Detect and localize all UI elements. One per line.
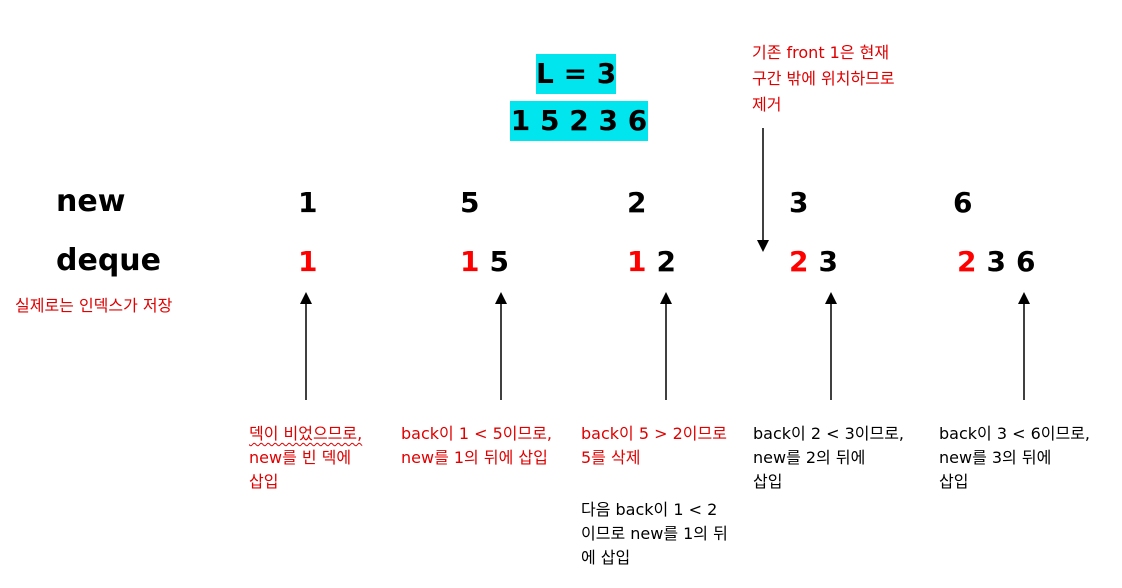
input-sequence: 1 5 2 3 6 [510,101,648,141]
new-value: 5 [460,186,480,219]
deque-front-element: 2 [957,245,977,278]
new-value: 1 [298,186,318,219]
step-note-line: back이 5 > 2이므로 [581,424,727,443]
front-removal-note: 기존 front 1은 현재 구간 밖에 위치하므로 제거 [752,40,895,118]
step-note-1: 덱이 비었으므로, new를 빈 덱에 삽입 [249,422,362,494]
deque-front-element: 1 [298,245,318,278]
step-note-line: 삽입 [249,472,279,491]
front-removal-note-line: 제거 [752,95,782,114]
step-note-line: 덱이 비었으므로, [249,422,362,446]
front-removal-note-line: 구간 밖에 위치하므로 [752,69,895,88]
deque-element: 2 [656,245,676,278]
new-value: 3 [789,186,809,219]
deque-element: 5 [489,245,509,278]
front-removal-note-line: 기존 front 1은 현재 [752,43,890,62]
new-value: 2 [627,186,647,219]
step-note-line: 삽입 [939,472,969,491]
step-note-line: 5를 삭제 [581,448,641,467]
next-back-note: 다음 back이 1 < 2 이므로 new를 1의 뒤 에 삽입 [581,498,728,570]
squiggle-text: 덱이 비었으므로, [249,424,363,443]
deque-front-element: 1 [627,245,647,278]
step-note-line: new를 3의 뒤에 [939,448,1052,467]
deque-element: 3 [818,245,838,278]
deque-element: 6 [1015,245,1036,278]
step-note-line: new를 1의 뒤에 삽입 [401,448,548,467]
index-storage-note: 실제로는 인덱스가 저장 [15,296,173,315]
deque-front-element: 2 [789,245,809,278]
step-note-5: back이 3 < 6이므로, new를 3의 뒤에 삽입 [939,422,1090,494]
deque-row-label: deque [56,243,161,278]
step-note-line: 삽입 [753,472,783,491]
step-note-2: back이 1 < 5이므로, new를 1의 뒤에 삽입 [401,422,552,470]
next-back-note-line: 이므로 new를 1의 뒤 [581,524,728,543]
step-note-line: back이 3 < 6이므로, [939,424,1091,443]
next-back-note-line: 다음 back이 1 < 2 [581,500,718,519]
step-note-line: new를 빈 덱에 [249,448,352,467]
step-note-3: back이 5 > 2이므로 5를 삭제 [581,422,727,470]
step-note-line: back이 2 < 3이므로, [753,424,905,443]
step-note-line: new를 2의 뒤에 [753,448,866,467]
deque-front-element: 1 [460,245,480,278]
window-size-label: L = 3 [536,54,616,94]
deque-element: 3 [986,245,1006,278]
step-note-line: back이 1 < 5이므로, [401,424,553,443]
next-back-note-line: 에 삽입 [581,548,631,567]
new-row-label: new [56,184,126,219]
step-note-4: back이 2 < 3이므로, new를 2의 뒤에 삽입 [753,422,904,494]
new-value: 6 [953,186,973,219]
deque-state: 1 [298,245,327,278]
